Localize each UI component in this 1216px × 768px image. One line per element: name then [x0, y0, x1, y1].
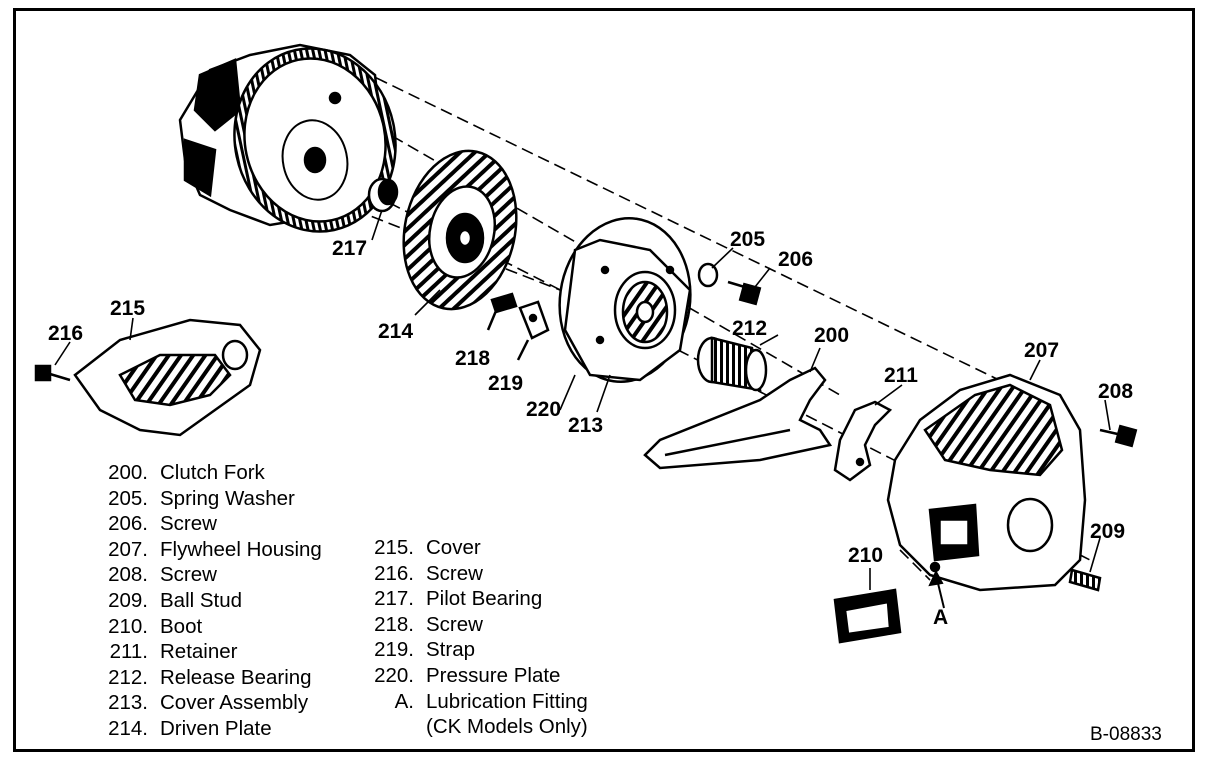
- legend-item: 218. Screw: [360, 612, 588, 638]
- legend-label: Strap: [426, 638, 475, 662]
- parts-legend-left: 200. Clutch Fork 205. Spring Washer 206. Sc…: [86, 460, 322, 742]
- legend-label: Clutch Fork: [160, 461, 265, 484]
- callout-218: 218: [455, 347, 490, 370]
- flywheel-housing-207: [886, 373, 1087, 592]
- callout-217: 217: [332, 237, 367, 260]
- arrow-A: [928, 569, 945, 609]
- cover-215: [73, 318, 262, 437]
- legend-item: 213. Cover Assembly: [86, 690, 322, 716]
- legend-label: Flywheel Housing: [160, 537, 322, 561]
- legend-label: Pilot Bearing: [426, 587, 543, 611]
- screw-216: [34, 364, 71, 382]
- legend-item: 209. Ball Stud: [86, 588, 322, 614]
- legend-number: 207.: [108, 537, 148, 561]
- screw-206: [727, 280, 762, 306]
- legend-item: 212. Release Bearing: [86, 665, 322, 691]
- legend-number: 216.: [374, 561, 414, 585]
- legend-number: 219.: [374, 638, 414, 662]
- pilot-bearing-217: [367, 177, 399, 213]
- callout-200: 200: [814, 324, 849, 347]
- engine-and-flywheel: [178, 43, 397, 233]
- callout-213: 213: [568, 414, 603, 437]
- legend-item: 208. Screw: [86, 562, 322, 588]
- legend-item: 200. Clutch Fork: [86, 460, 322, 486]
- parts-legend-right: 215. Cover 216. Screw 217. Pilot Bearing 21…: [360, 535, 588, 740]
- callout-220: 220: [526, 398, 561, 421]
- callout-214: 214: [378, 320, 413, 343]
- legend-number: 209.: [108, 588, 148, 612]
- leader-lines: [54, 209, 1111, 590]
- legend-number: 205.: [108, 486, 148, 510]
- ball-stud-209: [1068, 568, 1102, 592]
- callout-208: 208: [1098, 380, 1133, 403]
- legend-label: Screw: [160, 563, 217, 587]
- legend-number: 218.: [374, 612, 414, 636]
- strap-219: [516, 300, 550, 361]
- legend-number: 220.: [374, 663, 414, 687]
- spring-washer-205: [697, 262, 719, 288]
- legend-number: 206.: [108, 512, 148, 536]
- legend-item: 220. Pressure Plate: [360, 663, 588, 689]
- legend-number: 210.: [108, 614, 148, 638]
- legend-number: 208.: [108, 563, 148, 587]
- callout-211: 211: [884, 364, 918, 387]
- legend-label: Screw: [160, 512, 217, 536]
- callout-219: 219: [488, 372, 523, 395]
- callout-212: 212: [732, 317, 767, 340]
- figure-code: B-08833: [1090, 724, 1162, 745]
- driven-plate-214: [402, 149, 518, 311]
- legend-item: 217. Pilot Bearing: [360, 586, 588, 612]
- cover-assembly-213: [558, 217, 692, 383]
- screw-208: [1099, 424, 1138, 448]
- legend-number: 200.: [108, 461, 148, 484]
- callout-210: 210: [848, 544, 883, 567]
- callout-215: 215: [110, 297, 145, 320]
- legend-label: (CK Models Only): [426, 715, 588, 739]
- legend-item: 205. Spring Washer: [86, 486, 322, 512]
- legend-item: 219. Strap: [360, 637, 588, 663]
- callout-209: 209: [1090, 520, 1125, 543]
- legend-item: 207. Flywheel Housing: [86, 537, 322, 563]
- legend-label: Screw: [426, 612, 483, 636]
- legend-item: 206. Screw: [86, 511, 322, 537]
- legend-number: 211.: [109, 640, 148, 664]
- legend-label: Release Bearing: [160, 665, 312, 689]
- legend-label: Cover Assembly: [160, 691, 309, 715]
- legend-label: Cover: [426, 536, 481, 559]
- release-bearing-212: [696, 336, 768, 392]
- legend-label: Spring Washer: [160, 486, 295, 510]
- legend-number: [360, 714, 414, 740]
- legend-item: 211. Retainer: [86, 639, 322, 665]
- boot-210: [833, 588, 902, 644]
- screw-218: [486, 292, 518, 331]
- legend-label: Retainer: [160, 640, 238, 664]
- callout-216: 216: [48, 322, 83, 345]
- callout-207: 207: [1024, 339, 1059, 362]
- legend-number: 217.: [374, 587, 414, 611]
- legend-label: Ball Stud: [160, 588, 243, 612]
- legend-number: 215.: [374, 536, 414, 559]
- legend-item: A. Lubrication Fitting: [360, 689, 588, 715]
- callout-labels: 217 214 218 219 220 213 205 206 212 200 …: [48, 228, 1133, 629]
- legend-label: Lubrication Fitting: [426, 689, 588, 713]
- legend-number: 213.: [108, 691, 148, 715]
- callout-A: A: [933, 606, 948, 629]
- legend-item: 214. Driven Plate: [86, 716, 322, 742]
- legend-number: A.: [394, 689, 414, 713]
- callout-205: 205: [730, 228, 765, 251]
- legend-item: 210. Boot: [86, 614, 322, 640]
- retainer-211: [833, 400, 893, 482]
- legend-label: Screw: [426, 561, 483, 585]
- legend-label: Driven Plate: [160, 716, 272, 740]
- legend-label: Boot: [160, 614, 203, 638]
- callout-206: 206: [778, 248, 813, 271]
- legend-number: 212.: [108, 665, 148, 689]
- legend-item: (CK Models Only): [360, 714, 588, 740]
- clutch-fork-200: [643, 366, 833, 470]
- legend-item: 216. Screw: [360, 561, 588, 587]
- legend-number: 214.: [108, 716, 148, 740]
- legend-label: Pressure Plate: [426, 663, 561, 687]
- legend-item: 215. Cover: [360, 535, 588, 561]
